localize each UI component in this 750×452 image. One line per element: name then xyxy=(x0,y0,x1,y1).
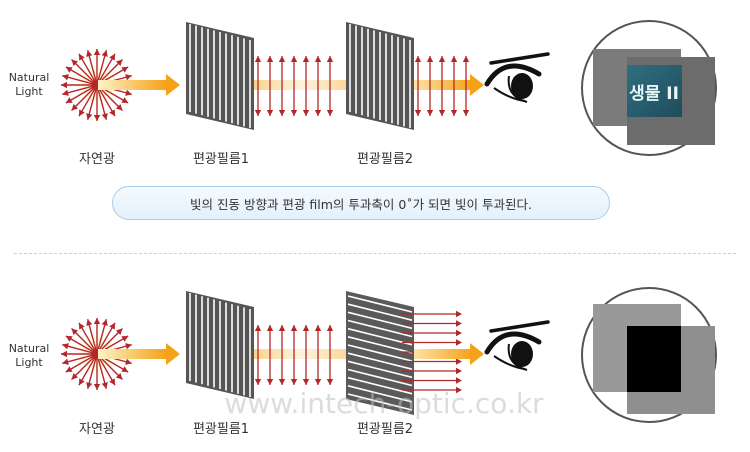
film-slat xyxy=(347,311,413,330)
film-slat xyxy=(347,352,413,370)
film-slat xyxy=(347,319,413,338)
top-polarizing-film-1 xyxy=(186,22,254,130)
bottom-panel: Natural Light xyxy=(9,287,717,437)
top-source-label-line2: Light xyxy=(15,85,43,98)
top-natural-light-caption: 자연광 xyxy=(79,152,115,167)
bottom-polarizing-film-2-rotated xyxy=(346,291,414,415)
film-slat xyxy=(347,336,413,354)
bottom-source-label-line2: Light xyxy=(15,356,43,369)
bottom-polarizing-film-1 xyxy=(186,291,254,399)
bottom-view-circle xyxy=(581,287,717,423)
film-slat xyxy=(347,295,413,313)
film-slat xyxy=(347,303,413,321)
bottom-eye-icon xyxy=(484,320,550,371)
film-slat xyxy=(347,327,413,346)
film-slat xyxy=(347,376,413,395)
watermark: www.intech-optic.co.kr xyxy=(224,387,544,420)
top-beam-middle xyxy=(246,80,356,90)
bottom-film2-caption: 편광필름2 xyxy=(357,422,413,437)
top-film2-caption: 편광필름2 xyxy=(357,152,413,167)
bottom-source-label-line1: Natural xyxy=(9,342,50,355)
top-polarizing-film-2 xyxy=(346,22,414,130)
top-eye-icon xyxy=(484,52,550,103)
bottom-natural-light-caption: 자연광 xyxy=(79,422,115,437)
bottom-vertical-polarized-arrows xyxy=(254,325,334,385)
top-source-label-line1: Natural xyxy=(9,71,50,84)
top-film1-caption: 편광필름1 xyxy=(193,152,249,167)
film-slat xyxy=(347,344,413,362)
top-natural-light-star-icon xyxy=(61,49,133,121)
top-beam-final xyxy=(414,74,484,96)
top-view-circle: 생물 II xyxy=(581,20,717,156)
star-ray xyxy=(62,344,132,364)
film-slat xyxy=(347,393,413,411)
star-ray xyxy=(62,75,132,95)
bottom-beam-middle xyxy=(246,349,356,359)
top-beam-initial xyxy=(98,74,180,96)
top-vertical-transmitted-arrows xyxy=(414,56,470,116)
bottom-beam-initial xyxy=(98,343,180,365)
bottom-film1-caption: 편광필름1 xyxy=(193,422,249,437)
section-divider xyxy=(14,253,736,254)
caption-text: 빛의 진동 방향과 편광 film의 투과축이 0˚가 되면 빛이 투과된다. xyxy=(190,196,532,212)
caption-box: 빛의 진동 방향과 편광 film의 투과축이 0˚가 되면 빛이 투과된다. xyxy=(112,186,610,220)
film-slat xyxy=(347,368,413,387)
film-slat xyxy=(347,385,413,403)
bottom-beam-final xyxy=(414,343,484,365)
top-screen-text: 생물 II xyxy=(629,84,679,104)
top-vertical-polarized-arrows xyxy=(254,56,334,116)
film-slat xyxy=(347,360,413,379)
top-panel: Natural Light xyxy=(9,20,717,167)
